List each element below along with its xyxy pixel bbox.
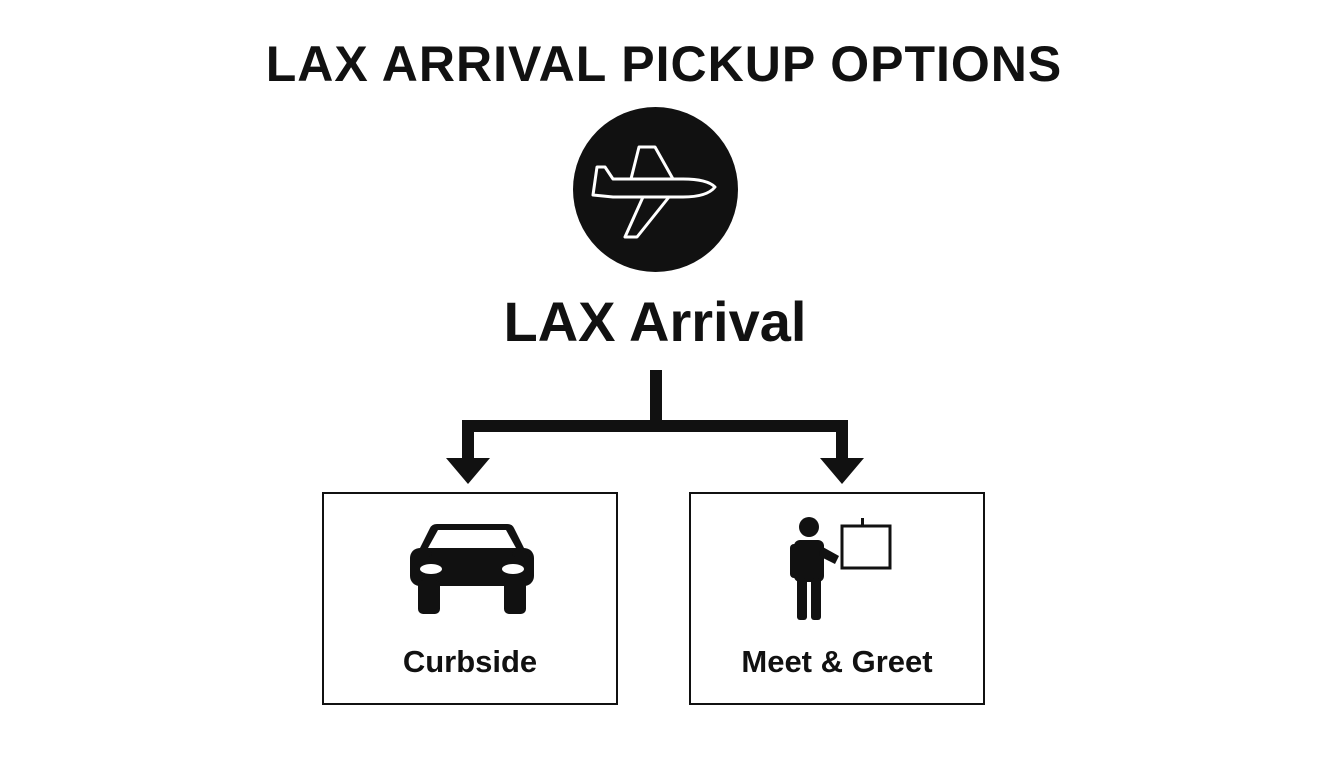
diagram-title: LAX ARRIVAL PICKUP OPTIONS [265,36,1063,92]
airplane-icon [591,145,717,239]
connector-left-drop [462,420,474,460]
arrow-to-curbside [446,458,490,484]
option-curbside: Curbside [322,492,618,705]
connector-crossbar [462,420,848,432]
connector-right-drop [836,420,848,460]
option-label-curbside: Curbside [402,644,538,679]
car-icon [410,524,534,614]
arrow-to-meet-greet [820,458,864,484]
option-meet-and-greet: Meet & Greet [689,492,985,705]
connector-stem [650,370,662,426]
hub-label: LAX Arrival [503,290,807,353]
option-label-meet-and-greet: Meet & Greet [741,644,933,679]
hub-node [573,107,738,272]
person-holding-sign-icon [790,517,892,620]
